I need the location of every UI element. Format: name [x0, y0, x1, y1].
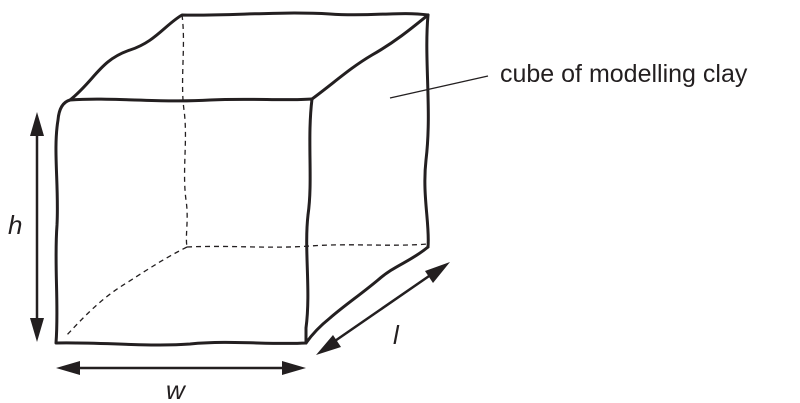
height-arrow: [30, 112, 44, 342]
height-label: h: [8, 210, 22, 240]
hidden-edges: [65, 14, 429, 337]
width-arrow-head-left: [56, 361, 80, 375]
object-label: cube of modelling clay: [500, 60, 748, 88]
width-label: w: [166, 375, 187, 403]
length-label: l: [393, 320, 400, 350]
length-arrow-head-lower: [316, 335, 341, 355]
right-back-edge: [423, 13, 430, 249]
hidden-back-bottom-edge: [186, 243, 429, 248]
width-arrow: [56, 361, 306, 375]
height-arrow-head-top: [30, 112, 44, 136]
length-arrow-head-upper: [425, 262, 450, 283]
top-right-edge: [310, 13, 430, 101]
right-bottom-edge: [304, 245, 430, 345]
height-arrow-head-bottom: [30, 318, 44, 342]
hidden-left-bottom-edge: [65, 246, 188, 337]
label-leader-line: [389, 75, 489, 99]
hidden-vertical-edge: [181, 14, 188, 248]
front-face: [54, 97, 314, 347]
length-arrow: [316, 262, 450, 355]
cube-outline: [54, 11, 430, 347]
top-back-edges: [68, 11, 430, 102]
width-arrow-head-right: [282, 361, 306, 375]
